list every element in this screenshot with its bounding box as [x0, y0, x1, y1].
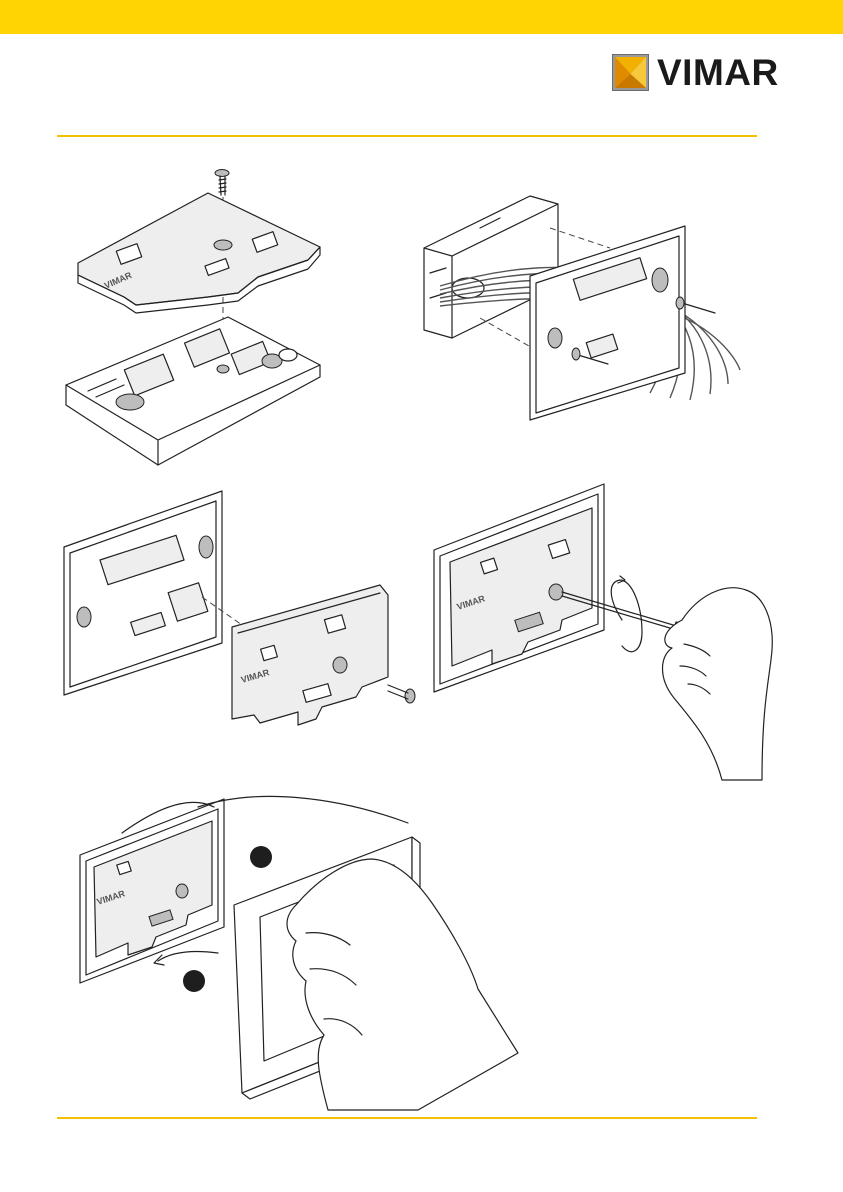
brand-logo: VIMAR	[612, 52, 779, 92]
vimar-logo-icon	[612, 54, 649, 91]
fig-attach-plate: VIMAR	[62, 487, 422, 737]
header-band	[0, 0, 843, 34]
hand-icon-2	[287, 859, 518, 1110]
plate-screw-icon	[388, 685, 415, 703]
mounting-plate-icon: VIMAR	[232, 585, 388, 725]
device-plate-icon-2: VIMAR	[80, 799, 224, 983]
step-marker-1	[250, 846, 272, 868]
top-rule	[57, 135, 757, 137]
brand-name: VIMAR	[657, 54, 779, 91]
fig-attach-front-display: VIMAR	[78, 793, 538, 1110]
screw-icon	[215, 170, 229, 196]
cover-plate-icon: VIMAR	[78, 193, 320, 313]
step-marker-2	[183, 970, 205, 992]
device-base-icon	[66, 317, 320, 465]
bottom-rule	[57, 1117, 757, 1119]
fig-wall-box-wiring	[410, 188, 755, 428]
hand-icon	[663, 588, 773, 780]
fig-screwdriver-tighten: VIMAR	[432, 480, 777, 780]
device-plate-icon: VIMAR	[434, 484, 604, 692]
fig-remove-cover-screw: VIMAR	[58, 165, 338, 470]
device-open-icon	[64, 491, 222, 695]
